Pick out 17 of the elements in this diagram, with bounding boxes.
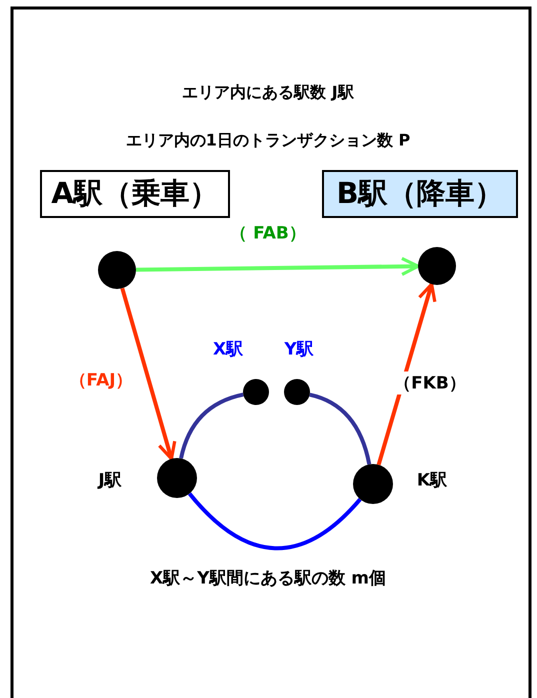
arrow — [120, 288, 176, 460]
station-dot — [418, 247, 456, 285]
caption-text: X駅～Y駅間にある駅の数 m個 — [150, 568, 386, 590]
track-line — [179, 392, 244, 459]
arrow — [376, 282, 436, 466]
station-label: X駅 — [212, 338, 244, 360]
station-box: A駅（乗車） — [40, 170, 230, 218]
station-label: K駅 — [416, 470, 448, 492]
track-line — [309, 392, 372, 465]
station-dot — [98, 251, 136, 289]
arrow — [136, 256, 420, 276]
station-label: J駅 — [98, 470, 122, 492]
station-box: B駅（降車） — [322, 170, 518, 218]
caption-text: エリア内にある駅数 J駅 — [182, 82, 354, 104]
track-line — [188, 492, 362, 550]
caption-text: エリア内の1日のトランザクション数 P — [126, 130, 410, 152]
station-label: Y駅 — [284, 338, 314, 360]
